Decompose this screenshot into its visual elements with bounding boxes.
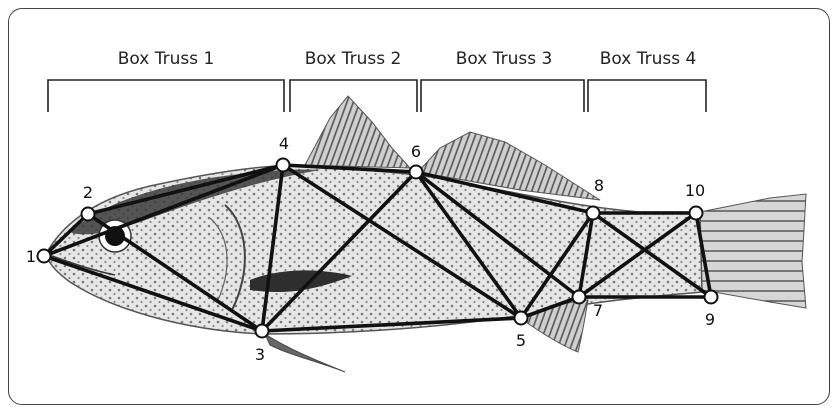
box-truss-1-label: Box Truss 1 bbox=[118, 49, 215, 69]
bracket-box-truss-3 bbox=[420, 79, 585, 112]
bracket-box-truss-1 bbox=[47, 79, 285, 112]
node-label-4: 4 bbox=[279, 134, 289, 153]
member-10-9 bbox=[694, 211, 713, 299]
member-3-6 bbox=[260, 170, 418, 333]
node-label-7: 7 bbox=[593, 301, 603, 320]
node-label-1: 1 bbox=[26, 247, 36, 266]
gill-cover bbox=[224, 204, 246, 311]
dorsal-fin-soft bbox=[417, 131, 601, 201]
member-2-4 bbox=[86, 163, 285, 216]
truss-nodes bbox=[36, 157, 719, 339]
node-4 bbox=[275, 157, 291, 173]
box-truss-4-label: Box Truss 4 bbox=[600, 49, 697, 69]
member-8-9 bbox=[591, 211, 713, 299]
pelvic-fin bbox=[263, 332, 346, 373]
member-6-8 bbox=[414, 170, 595, 215]
bracket-box-truss-2 bbox=[289, 79, 418, 112]
fish-illustration bbox=[45, 95, 807, 373]
box-truss-2-label: Box Truss 2 bbox=[305, 49, 402, 69]
member-6-5 bbox=[414, 170, 523, 320]
node-label-8: 8 bbox=[594, 176, 604, 195]
member-5-8 bbox=[519, 211, 595, 320]
node-5 bbox=[513, 310, 529, 326]
member-4-5 bbox=[281, 163, 523, 320]
tail-fin bbox=[699, 193, 807, 309]
node-labels: 1 2 3 4 5 6 7 8 9 10 bbox=[26, 134, 715, 364]
node-label-6: 6 bbox=[411, 142, 421, 161]
node-label-3: 3 bbox=[255, 345, 265, 364]
mouth-line bbox=[45, 253, 116, 276]
gill-line bbox=[209, 217, 228, 301]
member-7-10 bbox=[577, 211, 698, 299]
node-1 bbox=[36, 248, 52, 264]
bracket-box-truss-4 bbox=[587, 79, 707, 112]
node-8 bbox=[585, 205, 601, 221]
member-4-3 bbox=[260, 163, 285, 333]
node-2 bbox=[80, 206, 96, 222]
node-10 bbox=[688, 205, 704, 221]
member-1-2 bbox=[42, 212, 90, 258]
node-label-5: 5 bbox=[516, 331, 526, 350]
member-1-4 bbox=[42, 163, 285, 258]
member-4-6 bbox=[281, 163, 418, 174]
member-1-3 bbox=[42, 254, 264, 333]
member-2-3 bbox=[86, 212, 264, 333]
node-7 bbox=[571, 289, 587, 305]
node-label-10: 10 bbox=[685, 181, 705, 200]
member-3-5 bbox=[260, 316, 523, 333]
dorsal-fin-spiny bbox=[304, 95, 412, 169]
node-3 bbox=[254, 323, 270, 339]
member-5-7 bbox=[519, 295, 581, 320]
node-label-2: 2 bbox=[83, 183, 93, 202]
box-truss-3-label: Box Truss 3 bbox=[456, 49, 553, 69]
truss-brackets bbox=[47, 79, 707, 112]
dorsal-shading bbox=[70, 169, 320, 235]
node-9 bbox=[703, 289, 719, 305]
member-8-7 bbox=[577, 211, 595, 299]
truss-members bbox=[42, 163, 713, 333]
pectoral-fin bbox=[250, 270, 352, 293]
node-6 bbox=[408, 164, 424, 180]
node-label-9: 9 bbox=[705, 310, 715, 329]
